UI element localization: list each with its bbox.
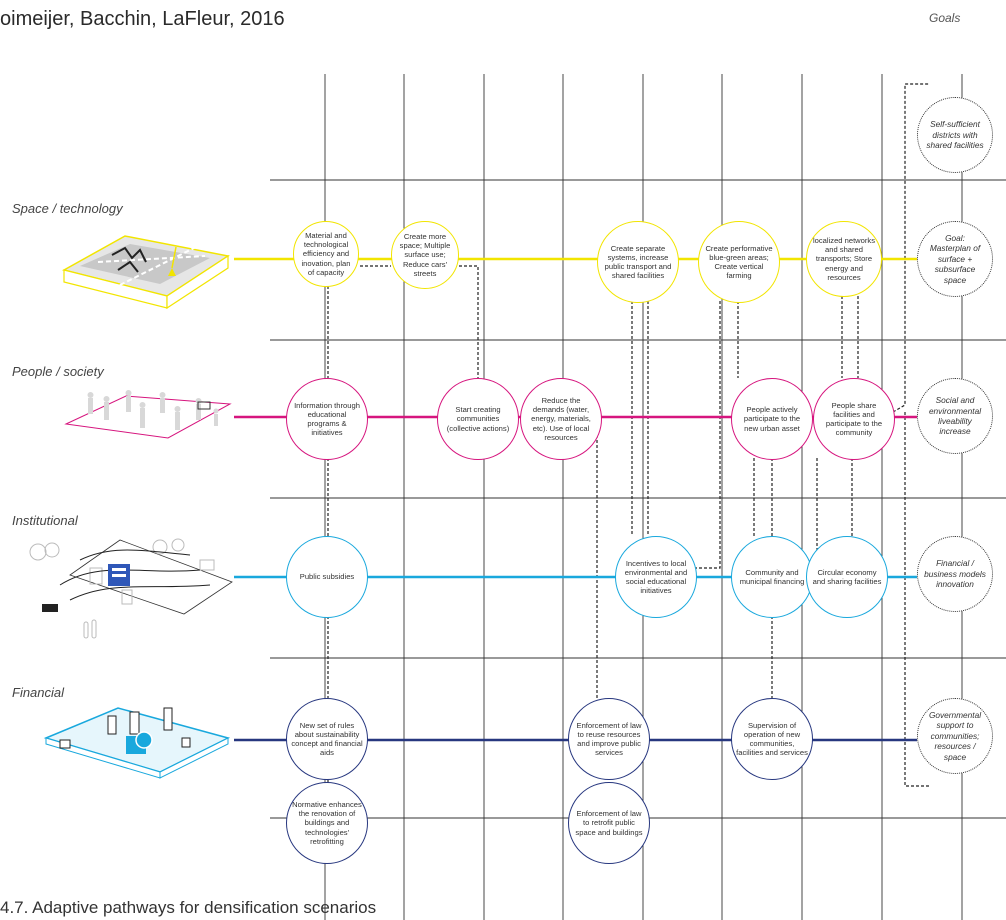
space-technology-illustration	[61, 235, 230, 310]
node-institutional-community-financing: Community and municipal financing	[731, 536, 813, 618]
node-institutional-public-subsidies: Public subsidies	[286, 536, 368, 618]
node-extra-enforcement-retrofit: Enforcement of law to retrofit public sp…	[568, 782, 650, 864]
node-space-localized-networks: localized networks and shared transports…	[806, 221, 882, 297]
node-financial-enforcement-reuse: Enforcement of law to reuse resources an…	[568, 698, 650, 780]
layer-label-space: Space / technology	[12, 201, 123, 216]
layer-label-financial: Financial	[12, 685, 65, 700]
node-people-start-communities: Start creating communities (collective a…	[437, 378, 519, 460]
node-space-blue-green-areas: Create performative blue-green areas; Cr…	[698, 221, 780, 303]
node-financial-new-rules: New set of rules about sustainability co…	[286, 698, 368, 780]
node-institutional-incentives: Incentives to local environmental and so…	[615, 536, 697, 618]
dashed-connector-20	[904, 412, 930, 787]
dashed-connector-19	[892, 83, 930, 413]
layer-label-institutional: Institutional	[12, 513, 78, 528]
node-people-share-facilities: People share facilities and participate …	[813, 378, 895, 460]
goals-column-title: Goals	[929, 11, 961, 25]
figure-caption: 4.7. Adaptive pathways for densification…	[0, 898, 377, 917]
node-people-actively-participate: People actively participate to the new u…	[731, 378, 813, 460]
financial-illustration	[43, 707, 231, 779]
people-society-illustration	[64, 390, 232, 439]
node-institutional-circular-economy: Circular economy and sharing facilities	[806, 536, 888, 618]
node-people-information-programs: Information through educational programs…	[286, 378, 368, 460]
node-space-create-more-space: Create more space; Multiple surface use;…	[391, 221, 459, 289]
goal-governmental-support: Governmental support to communities; res…	[917, 698, 993, 774]
institutional-illustration	[29, 538, 233, 639]
dashed-connector-6	[459, 265, 479, 378]
dashed-connectors	[327, 83, 930, 787]
layer-illustrations	[29, 235, 233, 779]
node-space-separate-systems: Create separate systems, increase public…	[597, 221, 679, 303]
goal-social-environmental-liveability: Social and environmental liveability inc…	[917, 378, 993, 454]
citation-text: oimeijer, Bacchin, LaFleur, 2016	[0, 8, 285, 30]
node-financial-supervision: Supervision of operation of new communit…	[731, 698, 813, 780]
layer-lines	[234, 257, 917, 742]
goal-financial-business-models: Financial / business models innovation	[917, 536, 993, 612]
node-extra-normative-renovation: Normative enhances the renovation of bui…	[286, 782, 368, 864]
node-people-reduce-demands: Reduce the demands (water, energy, mater…	[520, 378, 602, 460]
goal-masterplan: Goal: Masterplan of surface + subsurface…	[917, 221, 993, 297]
layer-label-people: People / society	[12, 364, 104, 379]
dashed-connector-10	[690, 301, 721, 569]
goal-self-sufficient-districts: Self-sufficient districts with shared fa…	[917, 97, 993, 173]
node-space-material-efficiency: Material and technological efficiency an…	[293, 221, 359, 287]
